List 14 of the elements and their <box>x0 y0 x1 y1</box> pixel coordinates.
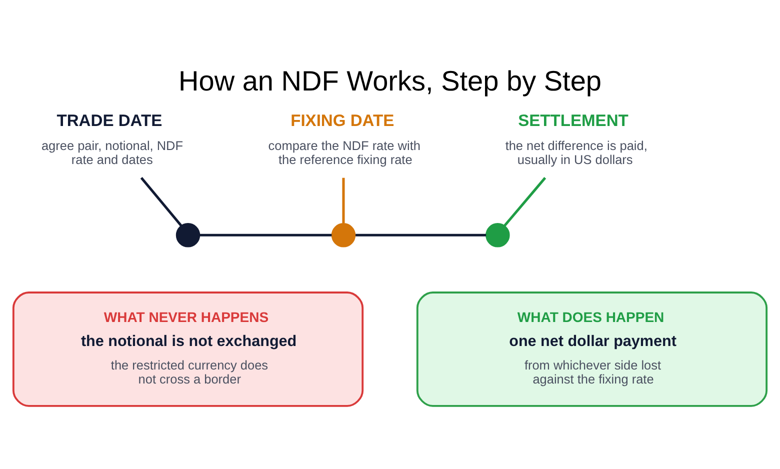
node-circle <box>486 223 510 248</box>
connector <box>504 177 546 227</box>
node-box: WHAT DOES HAPPEN one net dollar payment from whichever side lost against the fixing rate <box>416 292 768 407</box>
node-box: WHAT NEVER HAPPENS the notional is not exchanged the restricted currency does not cross a border <box>12 292 364 407</box>
node-text: FIXING DATE compare the NDF rate with the reference fixing rate <box>268 111 420 167</box>
node-text: SETTLEMENT the net difference is paid, usually in US dollars <box>505 111 648 167</box>
connector <box>140 177 182 227</box>
connector <box>200 234 332 236</box>
connector <box>356 234 486 236</box>
connector <box>342 178 345 224</box>
node-circle <box>176 223 200 248</box>
node-circle <box>331 223 356 248</box>
node-text: TRADE DATE agree pair, notional, NDF rate and dates <box>41 111 184 167</box>
diagram-title: How an NDF Works, Step by Step <box>178 66 602 97</box>
